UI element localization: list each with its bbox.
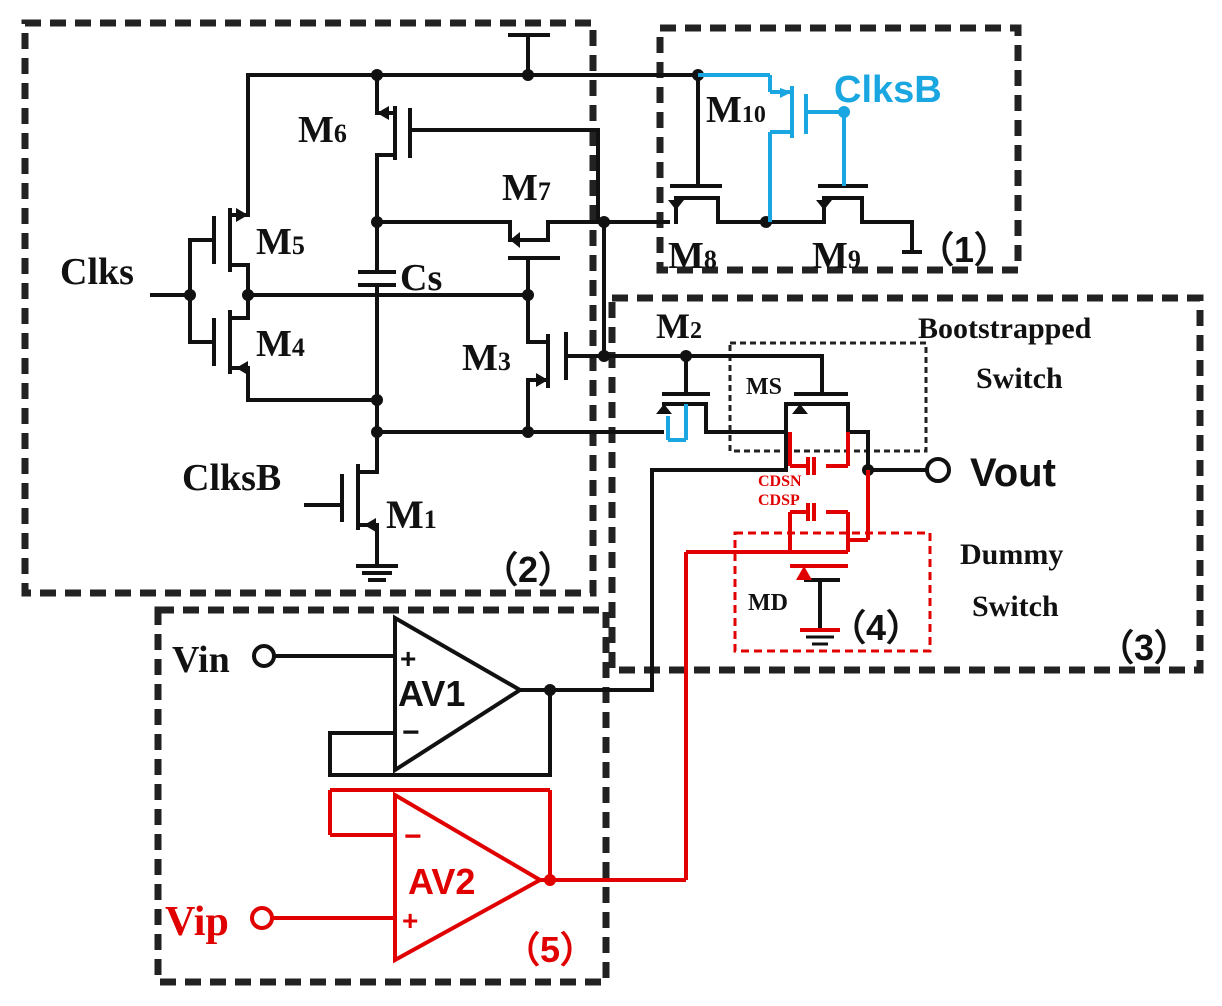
m8-label: M8	[668, 235, 717, 277]
cs-label: Cs	[400, 257, 442, 299]
block-1-boundary	[656, 24, 1022, 274]
bootstrapped-label: Bootstrapped	[918, 312, 1092, 345]
av2-plus: +	[402, 905, 418, 936]
m3-label: M3	[462, 337, 511, 379]
block-3-boundary	[608, 294, 1204, 674]
black-wiring	[150, 33, 932, 777]
av2-label: AV2	[408, 861, 475, 902]
black-arrowheads	[236, 106, 832, 532]
block-4-label: （4）	[830, 607, 922, 648]
m10-label: M10	[706, 89, 766, 131]
av2-minus: −	[404, 820, 422, 853]
m5-label: M5	[256, 221, 305, 263]
m6-label: M6	[298, 109, 347, 151]
m10-arrow	[780, 88, 792, 98]
block-5-label: （5）	[504, 929, 596, 970]
md-arrow	[796, 566, 812, 580]
av2-output-dot	[544, 874, 556, 886]
av1-minus: −	[402, 716, 420, 749]
vout-terminal	[925, 457, 951, 483]
cdsp-label: CDSP	[758, 492, 800, 509]
cdsn-label: CDSN	[758, 473, 802, 490]
blue-wiring	[666, 73, 846, 442]
clksb-blue-label: ClksB	[834, 69, 942, 111]
bootstrapped-switch-label: Switch	[976, 362, 1063, 395]
vin-terminal	[252, 644, 276, 668]
ms-highlight-box	[728, 341, 928, 453]
block-2-boundary	[21, 19, 597, 597]
clks-label: Clks	[60, 251, 134, 293]
vout-label: Vout	[970, 451, 1056, 495]
block-2-label: （2）	[482, 549, 574, 590]
av2-opamp	[393, 791, 545, 964]
av1-opamp	[393, 614, 524, 774]
vip-label: Vip	[165, 899, 229, 945]
m1-label: M1	[386, 492, 437, 537]
dummy-label: Dummy	[960, 538, 1063, 571]
red-wiring	[268, 432, 870, 920]
ms-label: MS	[746, 374, 782, 400]
block-boundaries	[21, 19, 1204, 986]
block-4-boundary	[733, 531, 932, 653]
block-3-label: （3）	[1098, 627, 1190, 668]
m4-label: M4	[256, 323, 305, 365]
m7-label: M7	[502, 167, 551, 209]
clksb-label: ClksB	[182, 457, 281, 499]
vip-terminal	[250, 906, 274, 930]
av1-label: AV1	[398, 673, 465, 714]
vin-label: Vin	[172, 639, 230, 681]
m9-label: M9	[812, 235, 861, 277]
block-1-label: （1）	[918, 229, 1010, 270]
av1-plus: +	[400, 643, 416, 674]
dummy-switch-label: Switch	[972, 590, 1059, 623]
junction-dots	[184, 69, 874, 696]
blue-junction	[838, 106, 850, 118]
block-5-boundary	[154, 606, 610, 986]
md-label: MD	[748, 590, 788, 616]
m2-label: M2	[656, 306, 702, 346]
